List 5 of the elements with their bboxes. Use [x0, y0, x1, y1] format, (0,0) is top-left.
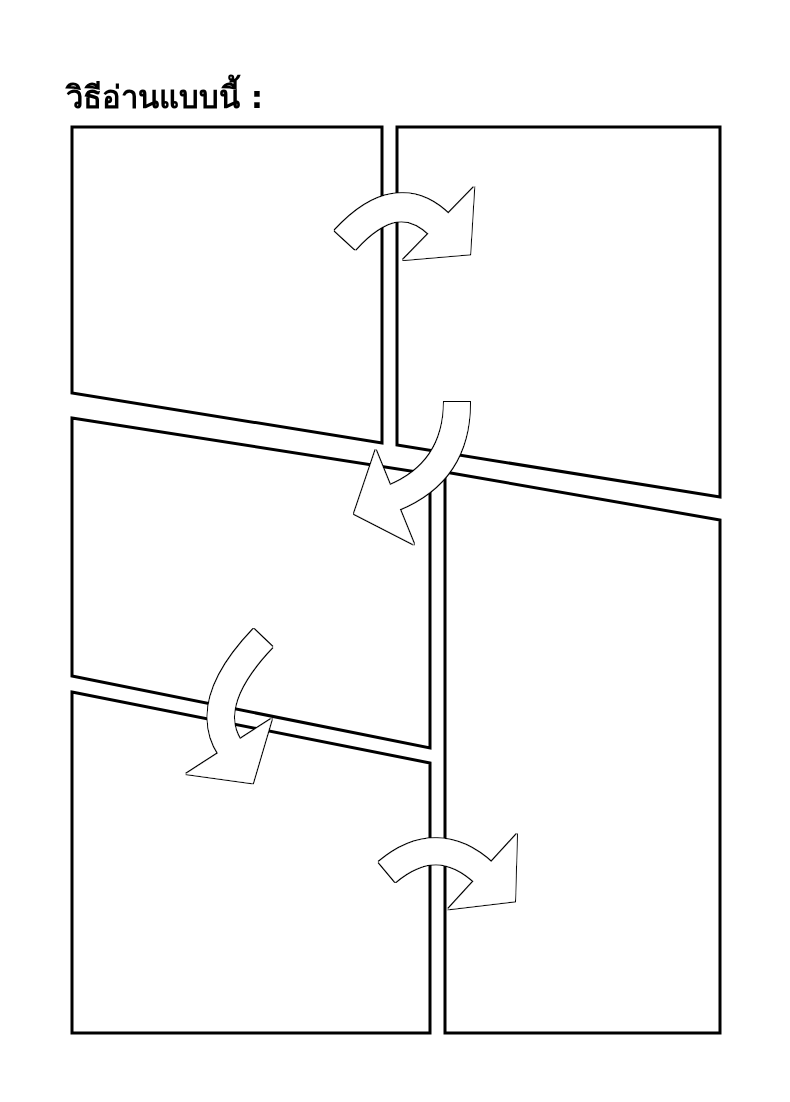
- comic-panel: [70, 125, 384, 445]
- comic-panel: [443, 470, 722, 1035]
- comic-panel: [70, 416, 432, 750]
- comic-panel: [395, 125, 722, 499]
- title: วิธีอ่านแบบนี้ :: [66, 76, 264, 118]
